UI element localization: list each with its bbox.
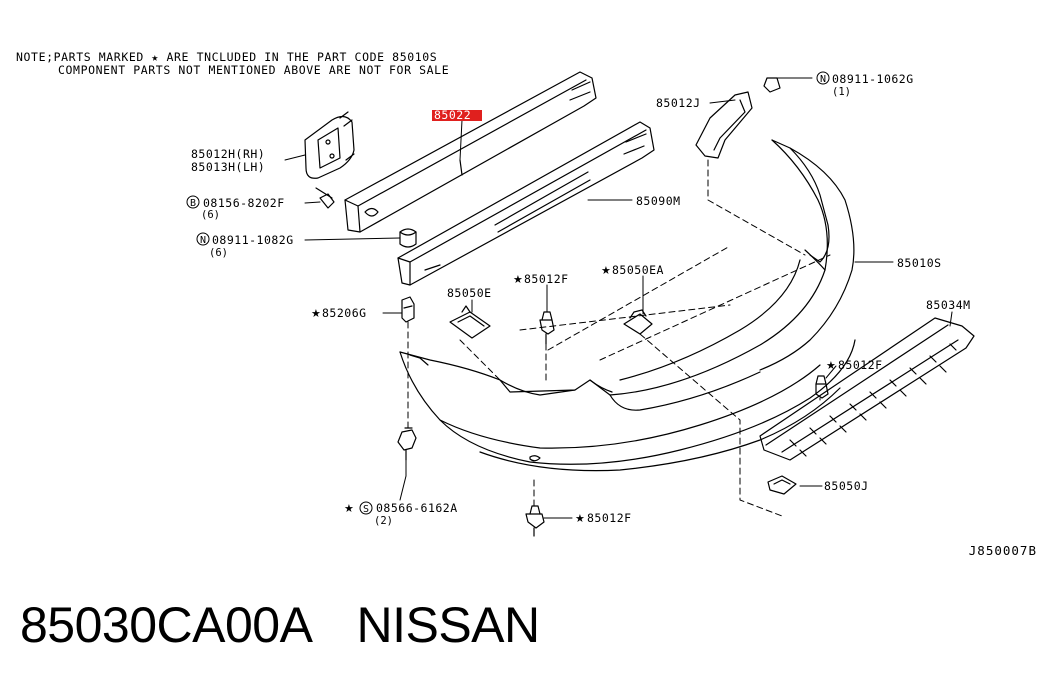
label-85012H: 85012H(RH) <box>191 147 265 161</box>
star-85012F-bottom: ★ <box>575 512 585 525</box>
label-85034M: 85034M <box>926 298 971 312</box>
label-08911-1062G-qty: (1) <box>832 86 851 98</box>
circle-b-symbol <box>186 195 200 209</box>
parts-diagram: 85022 85012H(RH) 85013H(LH) B 08156-8202… <box>186 71 975 537</box>
finisher-85034M-drawing <box>759 317 975 461</box>
brand-name: NISSAN <box>356 597 540 653</box>
star-85206G: ★ <box>311 307 321 320</box>
label-08911-1062G: 08911-1062G <box>832 72 914 86</box>
label-85012J: 85012J <box>656 96 701 110</box>
footer-caption: 85030CA00A NISSAN <box>20 595 540 655</box>
clip-85012F-top-drawing <box>539 311 555 345</box>
label-85012F-top: 85012F <box>524 272 569 286</box>
label-08156-8202F-qty: (6) <box>201 209 220 221</box>
note-line1: NOTE;PARTS MARKED ★ ARE TNCLUDED IN THE … <box>16 50 438 64</box>
star-85012F-top: ★ <box>513 273 523 286</box>
clip-85206G-drawing <box>401 296 415 323</box>
highlight-box-85022 <box>432 110 482 121</box>
screw-08566-drawing <box>397 427 417 461</box>
label-08156-8202F: 08156-8202F <box>203 196 285 210</box>
label-85022: 85022 <box>434 108 471 122</box>
circle-n-letter-1062G: N <box>820 74 826 85</box>
reinforcement-85090M-drawing <box>397 121 655 286</box>
part-number: 85030CA00A <box>20 597 313 653</box>
absorber-85022-drawing <box>344 71 597 233</box>
label-85013H: 85013H(LH) <box>191 160 265 174</box>
star-85050EA: ★ <box>601 264 611 277</box>
label-85012F-bottom: 85012F <box>587 511 632 525</box>
bumper-85010S-drawing <box>399 139 856 472</box>
leader-lines <box>284 77 953 519</box>
clip-85050J-drawing <box>767 475 797 495</box>
circle-n-symbol-1062G <box>816 71 830 85</box>
nut-08911-1082G-drawing <box>399 228 417 248</box>
clip-85050EA-drawing <box>623 309 653 335</box>
label-85206G: 85206G <box>322 306 367 320</box>
circle-n-symbol-1082G <box>196 232 210 246</box>
label-08566-6162A-qty: (2) <box>374 515 393 527</box>
bracket-85012J-drawing <box>695 77 781 159</box>
clip-85050E-drawing <box>449 305 491 339</box>
star-85012F-right: ★ <box>826 359 836 372</box>
note-line2: COMPONENT PARTS NOT MENTIONED ABOVE ARE … <box>58 63 450 77</box>
label-85012F-right: 85012F <box>838 358 883 372</box>
star-08566: ★ <box>344 502 354 515</box>
bracket-85012H-drawing <box>304 111 355 179</box>
diagram-code: J850007B <box>968 543 1037 558</box>
clip-85012F-right-drawing <box>815 375 829 399</box>
label-85050E: 85050E <box>447 286 492 300</box>
label-08911-1082G-qty: (6) <box>209 247 228 259</box>
assembly-dashed-lines <box>407 159 831 517</box>
label-08566-6162A: 08566-6162A <box>376 501 458 515</box>
label-85090M: 85090M <box>636 194 681 208</box>
label-85050J: 85050J <box>824 479 869 493</box>
label-85050EA: 85050EA <box>612 263 664 277</box>
clip-85012F-bottom-drawing <box>525 505 545 537</box>
circle-s-letter: S <box>363 504 369 515</box>
circle-b-letter: B <box>190 198 196 209</box>
circle-s-symbol <box>359 501 373 515</box>
label-08911-1082G: 08911-1082G <box>212 233 294 247</box>
circle-n-letter-1082G: N <box>200 235 206 246</box>
label-85010S: 85010S <box>897 256 942 270</box>
bolt-08156-drawing <box>315 187 335 209</box>
